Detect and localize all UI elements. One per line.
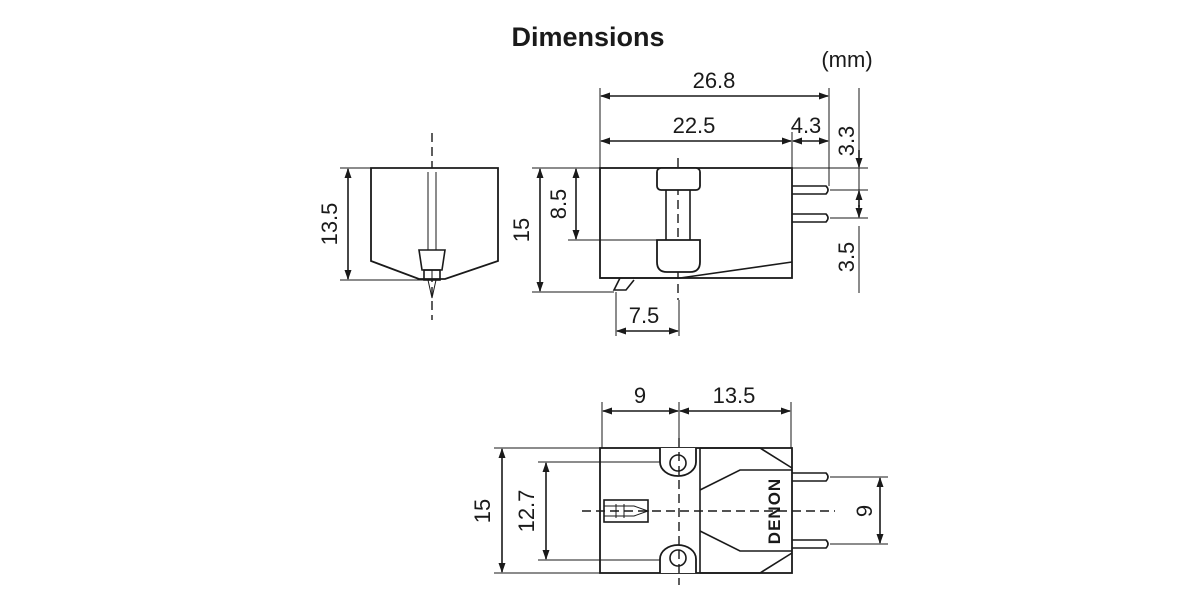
front-view: 13.5: [317, 133, 499, 320]
front-view-body: [370, 167, 499, 280]
top-width-label: 15: [470, 499, 495, 523]
side-view-mount-bottom: [656, 239, 701, 273]
top-view-pin-upper: [792, 472, 829, 482]
top-front-to-hole-label: 9: [634, 383, 646, 408]
side-view-pin-upper: [792, 185, 829, 195]
front-view-stylus-holder: [418, 249, 446, 271]
side-view-mount-top: [656, 167, 701, 191]
top-hole-spacing-label: 12.7: [514, 490, 539, 533]
top-pin-spacing-label: 9: [852, 505, 877, 517]
top-view-slot-lower: [659, 544, 697, 573]
side-view-cantilever: [679, 261, 793, 279]
side-pin-offset-label: 3.3: [834, 126, 859, 157]
top-view-slot-upper: [659, 448, 697, 477]
side-view: 26.8 22.5 4.3 3.3 3.5 8.5 15: [509, 68, 868, 336]
side-view-pin-lower: [792, 213, 829, 223]
top-view: DENON 9 13.5 15 12.7 9: [470, 383, 888, 585]
top-hole-to-rear-label: 13.5: [713, 383, 756, 408]
side-height-label: 15: [509, 218, 534, 242]
diagram-title: Dimensions: [511, 22, 664, 52]
side-pin-spacing-label: 3.5: [834, 242, 859, 273]
front-height-label: 13.5: [317, 203, 342, 246]
brand-logo: DENON: [765, 478, 784, 544]
side-overhang-label: 4.3: [791, 113, 822, 138]
top-view-pin-lower: [792, 539, 829, 549]
side-body-label: 22.5: [673, 113, 716, 138]
side-length-label: 26.8: [693, 68, 736, 93]
side-mount-height-label: 8.5: [546, 189, 571, 220]
unit-label: (mm): [821, 47, 872, 72]
side-stylus-offset-label: 7.5: [629, 303, 660, 328]
